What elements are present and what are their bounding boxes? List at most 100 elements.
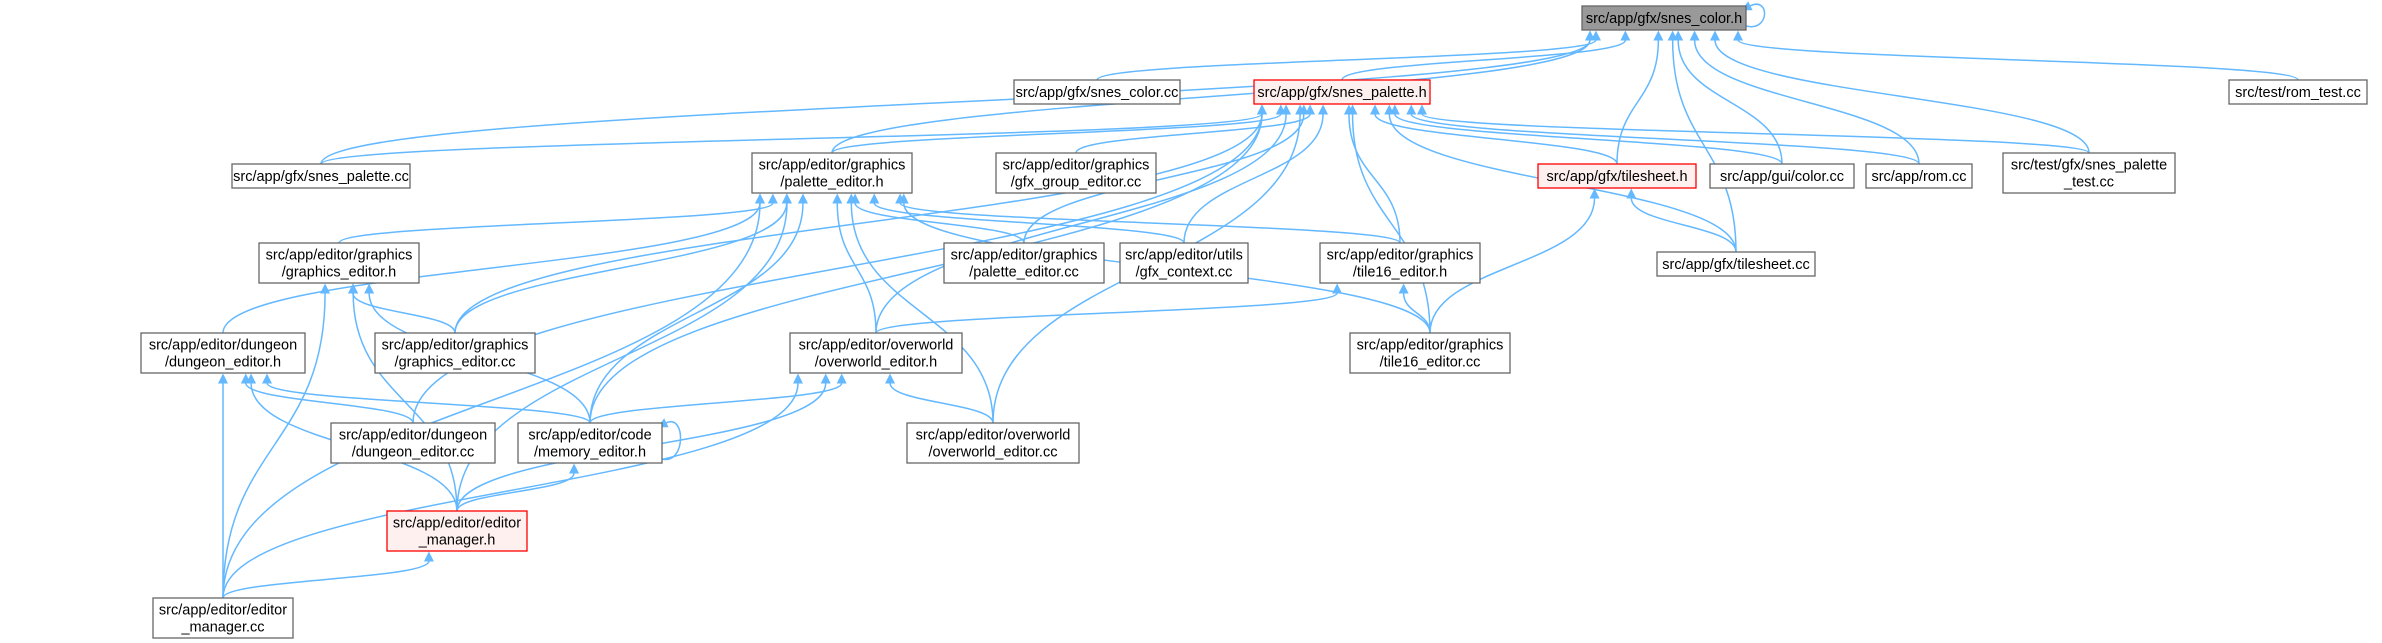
file-node-box: [2002, 152, 2176, 194]
edge-line: [1673, 30, 1783, 165]
file-node-label: /dungeon_editor.h: [165, 355, 281, 371]
edge-line: [347, 283, 456, 334]
file-node-graphics-editor-h[interactable]: src/app/editor/graphics/graphics_editor.…: [258, 242, 420, 284]
edge-line: [850, 193, 1025, 244]
file-node-snes-palette-test-cc[interactable]: src/test/gfx/snes_palette_test.cc: [2002, 152, 2176, 194]
dependency-edge: [1741, 1, 1766, 28]
file-node-box: [1013, 79, 1181, 105]
file-node-snes-color-h[interactable]: src/app/gfx/snes_color.h: [1581, 5, 1747, 31]
file-node-box: [152, 597, 294, 639]
file-node-graphics-editor-cc[interactable]: src/app/editor/graphics/graphics_editor.…: [374, 332, 536, 374]
file-node-label: src/app/editor/graphics: [1003, 158, 1150, 174]
dependency-edge: [831, 30, 1595, 154]
file-node-overworld-editor-cc[interactable]: src/app/editor/overworld/overworld_edito…: [906, 422, 1080, 464]
file-node-memory-editor-h[interactable]: src/app/editor/code/memory_editor.h: [517, 422, 663, 464]
file-node-snes-color-cc[interactable]: src/app/gfx/snes_color.cc: [1013, 79, 1181, 105]
dependency-edge: [1347, 104, 1431, 334]
dependency-edge: [1096, 30, 1601, 81]
file-node-box: [258, 242, 420, 284]
dependency-edge: [832, 193, 877, 334]
file-node-editor-manager-cc[interactable]: src/app/editor/editor_manager.cc: [152, 597, 294, 639]
dependency-edge: [589, 193, 808, 424]
file-node-label: src/app/gfx/snes_palette.cc: [233, 169, 409, 185]
edge-line: [454, 193, 792, 334]
dependency-edge: [1710, 30, 2090, 154]
file-node-label: /graphics_editor.h: [282, 265, 396, 281]
file-node-rom-cc[interactable]: src/app/rom.cc: [1865, 163, 1973, 189]
file-node-box: [386, 510, 528, 552]
file-node-snes-palette-cc[interactable]: src/app/gfx/snes_palette.cc: [231, 163, 411, 189]
file-node-snes-palette-h[interactable]: src/app/gfx/snes_palette.h: [1253, 79, 1431, 105]
file-node-label: _test.cc: [2063, 175, 2114, 191]
dependency-edge: [846, 193, 994, 424]
dependency-edge: [1616, 30, 1664, 165]
edge-line: [1429, 188, 1600, 334]
edge-line: [1417, 104, 2090, 154]
dependency-edge: [1341, 30, 1631, 81]
nodes-layer: src/app/gfx/snes_color.h src/app/gfx/snes…: [140, 5, 2368, 639]
edge-line: [589, 193, 808, 424]
file-node-label: src/app/editor/dungeon: [149, 338, 297, 354]
dependency-edge: [1667, 30, 1737, 253]
dependency-edge: [222, 551, 434, 599]
file-node-tilesheet-cc[interactable]: src/app/gfx/tilesheet.cc: [1656, 251, 1816, 277]
edge-line: [832, 193, 877, 334]
dependency-edge: [831, 104, 1286, 154]
file-node-box: [1865, 163, 1973, 189]
file-node-palette-editor-cc[interactable]: src/app/editor/graphics/palette_editor.c…: [943, 242, 1105, 284]
dependency-edge: [222, 193, 765, 599]
file-node-tile16-editor-cc[interactable]: src/app/editor/graphics/tile16_editor.cc: [1349, 332, 1511, 374]
file-node-label: src/app/gfx/tilesheet.cc: [1662, 257, 1810, 273]
file-node-box: [751, 152, 913, 194]
file-node-box: [943, 242, 1105, 284]
file-node-label: src/app/gfx/snes_palette.h: [1257, 85, 1426, 101]
dependency-edge: [1370, 104, 1618, 165]
edge-line: [1733, 30, 2299, 81]
file-node-label: src/app/editor/graphics: [266, 248, 413, 264]
file-node-box: [1709, 163, 1855, 189]
file-node-label: src/app/editor/graphics: [382, 338, 529, 354]
edge-line: [1341, 30, 1631, 81]
dependency-edge: [240, 373, 414, 424]
file-node-box: [789, 332, 963, 374]
edge-line: [1398, 283, 1431, 334]
file-node-label: _manager.h: [418, 533, 496, 549]
file-node-label: /gfx_context.cc: [1136, 265, 1233, 281]
dependency-edge: [1429, 188, 1600, 334]
file-node-dungeon-editor-h[interactable]: src/app/editor/dungeon/dungeon_editor.h: [140, 332, 306, 374]
file-node-label: /memory_editor.h: [534, 445, 646, 461]
edge-line: [885, 373, 994, 424]
edge-line: [320, 30, 1595, 165]
file-node-label: src/app/gfx/tilesheet.h: [1546, 169, 1687, 185]
edge-line: [831, 30, 1595, 154]
dependency-edge: [1689, 30, 1920, 165]
file-node-gui-color-cc[interactable]: src/app/gui/color.cc: [1709, 163, 1855, 189]
file-node-palette-editor-h[interactable]: src/app/editor/graphics/palette_editor.h: [751, 152, 913, 194]
file-node-tile16-editor-h[interactable]: src/app/editor/graphics/tile16_editor.h: [1319, 242, 1481, 284]
file-node-editor-manager-h[interactable]: src/app/editor/editor_manager.h: [386, 510, 528, 552]
file-node-box: [1581, 5, 1747, 31]
edges-layer: [218, 1, 2299, 599]
file-node-label: /tile16_editor.h: [1353, 265, 1447, 281]
file-node-tilesheet-h[interactable]: src/app/gfx/tilesheet.h: [1537, 163, 1697, 189]
dependency-edge: [1733, 30, 2299, 81]
dependency-edge: [222, 283, 331, 599]
edge-line: [1183, 104, 1329, 244]
file-node-box: [1656, 251, 1816, 277]
dependency-edge: [338, 193, 778, 244]
dependency-edge: [869, 193, 1185, 244]
file-node-rom-test-cc[interactable]: src/test/rom_test.cc: [2228, 79, 2368, 105]
file-node-box: [2228, 79, 2368, 105]
edge-line: [1347, 104, 1431, 334]
file-node-gfx-group-editor-cc[interactable]: src/app/editor/graphics/gfx_group_editor…: [995, 152, 1157, 194]
file-node-label: src/test/rom_test.cc: [2235, 85, 2361, 101]
file-node-box: [517, 422, 663, 464]
file-node-gfx-context-cc[interactable]: src/app/editor/utils/gfx_context.cc: [1119, 242, 1249, 284]
edge-line: [1710, 30, 2090, 154]
dependency-edge: [1389, 104, 1783, 165]
edge-line: [1370, 104, 1618, 165]
file-node-dungeon-editor-cc[interactable]: src/app/editor/dungeon/dungeon_editor.cc: [330, 422, 496, 464]
file-node-label: src/app/rom.cc: [1871, 169, 1966, 185]
file-node-overworld-editor-h[interactable]: src/app/editor/overworld/overworld_edito…: [789, 332, 963, 374]
edge-line: [1096, 30, 1601, 81]
